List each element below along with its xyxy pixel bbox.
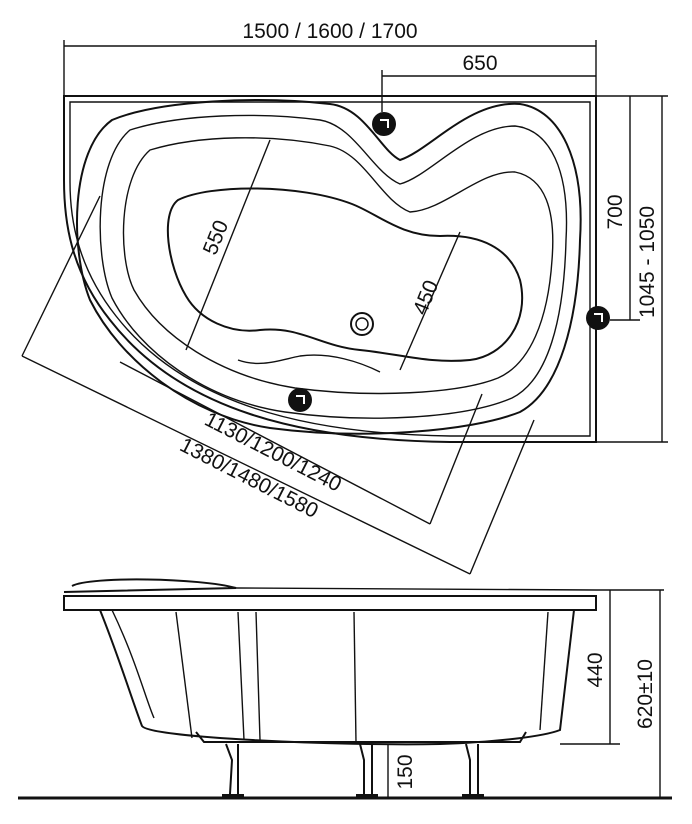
tub-rim-outline <box>63 95 597 443</box>
dim-top-width-label: 1500 / 1600 / 1700 <box>242 20 417 43</box>
side-rib-3 <box>255 611 261 741</box>
side-drain-mark <box>594 313 603 322</box>
dim-620-label: 620±10 <box>634 659 657 729</box>
overflow-drain-top-icon <box>372 112 396 136</box>
leg-left-foot <box>222 794 244 798</box>
basin-outer-contour <box>76 99 582 435</box>
dim-700-label: 700 <box>604 194 627 229</box>
legs <box>222 743 484 798</box>
dim-550-label: 550 <box>199 217 233 258</box>
dim-depth-label: 1045 - 1050 <box>636 206 659 318</box>
basin-shoulder-contour <box>237 354 381 373</box>
overflow-drain-top-mark <box>380 119 389 128</box>
side-rib-4 <box>353 611 357 743</box>
dim-650-label: 650 <box>462 52 497 75</box>
diag-outer-left <box>21 195 101 357</box>
floor-drain-inner <box>355 317 369 331</box>
side-base <box>195 731 527 743</box>
diag-outer-base <box>21 355 471 575</box>
side-rib-5 <box>539 611 549 731</box>
side-body <box>99 609 575 746</box>
leg-right <box>465 743 479 794</box>
dim-150-label: 150 <box>394 754 417 789</box>
side-body-inner <box>111 609 155 719</box>
dim-line-450 <box>399 231 461 371</box>
dim-440-label: 440 <box>584 652 607 687</box>
basin-third-contour <box>122 137 554 395</box>
side-rim-top <box>63 578 237 593</box>
side-view: 440 620±10 150 <box>18 578 672 800</box>
side-rib-2 <box>237 611 245 741</box>
overflow-drain-bottom-mark <box>296 395 305 404</box>
basin-floor-contour <box>166 187 524 362</box>
leg-left <box>225 743 239 795</box>
leg-middle <box>359 743 373 794</box>
top-view: 1500 / 1600 / 1700 650 700 1045 - 1050 5… <box>21 20 668 575</box>
floor-drain-icon <box>350 312 374 336</box>
leg-right-foot <box>462 794 484 798</box>
side-rim-top-line <box>235 587 597 591</box>
leg-middle-foot <box>356 794 378 798</box>
basin-second-contour <box>99 114 568 419</box>
diag-outer-side <box>469 419 535 575</box>
diag-inner-base <box>119 361 431 525</box>
overflow-drain-bottom-icon <box>288 388 312 412</box>
side-rim <box>63 595 597 611</box>
diag-inner-side <box>429 393 483 525</box>
side-drain-icon <box>586 306 610 330</box>
dim-line-550 <box>185 139 271 351</box>
side-rib-1 <box>175 611 193 739</box>
